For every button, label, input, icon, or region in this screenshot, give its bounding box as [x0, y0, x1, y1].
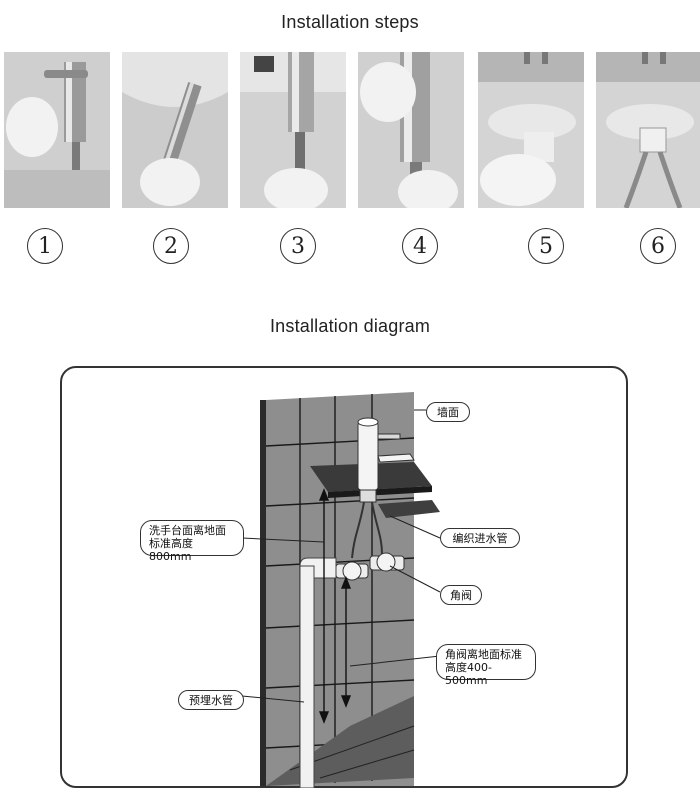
step-number-4: 4: [402, 228, 438, 264]
dimension-arrow-valve: [340, 576, 352, 708]
step-photo-2: [122, 52, 228, 208]
step-number-3: 3: [280, 228, 316, 264]
label-angle-valve: 角阀: [440, 585, 482, 605]
faucet: [357, 417, 415, 503]
diagram-title: Installation diagram: [269, 316, 431, 336]
step-photo-5: [478, 52, 584, 208]
dimension-arrow-basin: [318, 488, 330, 724]
label-embedded-pipe: 预埋水管: [178, 690, 244, 710]
embedded-pipe: [299, 557, 337, 788]
steps-title: Installation steps: [281, 12, 419, 32]
step-number-6: 6: [640, 228, 676, 264]
step-number-1: 1: [27, 228, 63, 264]
step-photo-6: [596, 52, 700, 208]
label-wall: 墙面: [426, 402, 470, 422]
label-angle-valve-height: 角阀离地面标准高度400-500mm: [436, 644, 536, 687]
leader-lines: [241, 409, 441, 703]
step-photo-4: [358, 52, 464, 208]
label-braided-hose: 编织进水管: [440, 528, 520, 548]
step-number-5: 5: [528, 228, 564, 264]
step-photo-1: [4, 52, 110, 208]
braided-hoses: [351, 501, 383, 559]
label-basin-height: 洗手台面离地面标准高度800mm: [140, 520, 244, 563]
installation-diagram: [241, 392, 441, 788]
step-photo-3: [240, 52, 346, 208]
step-number-2: 2: [153, 228, 189, 264]
